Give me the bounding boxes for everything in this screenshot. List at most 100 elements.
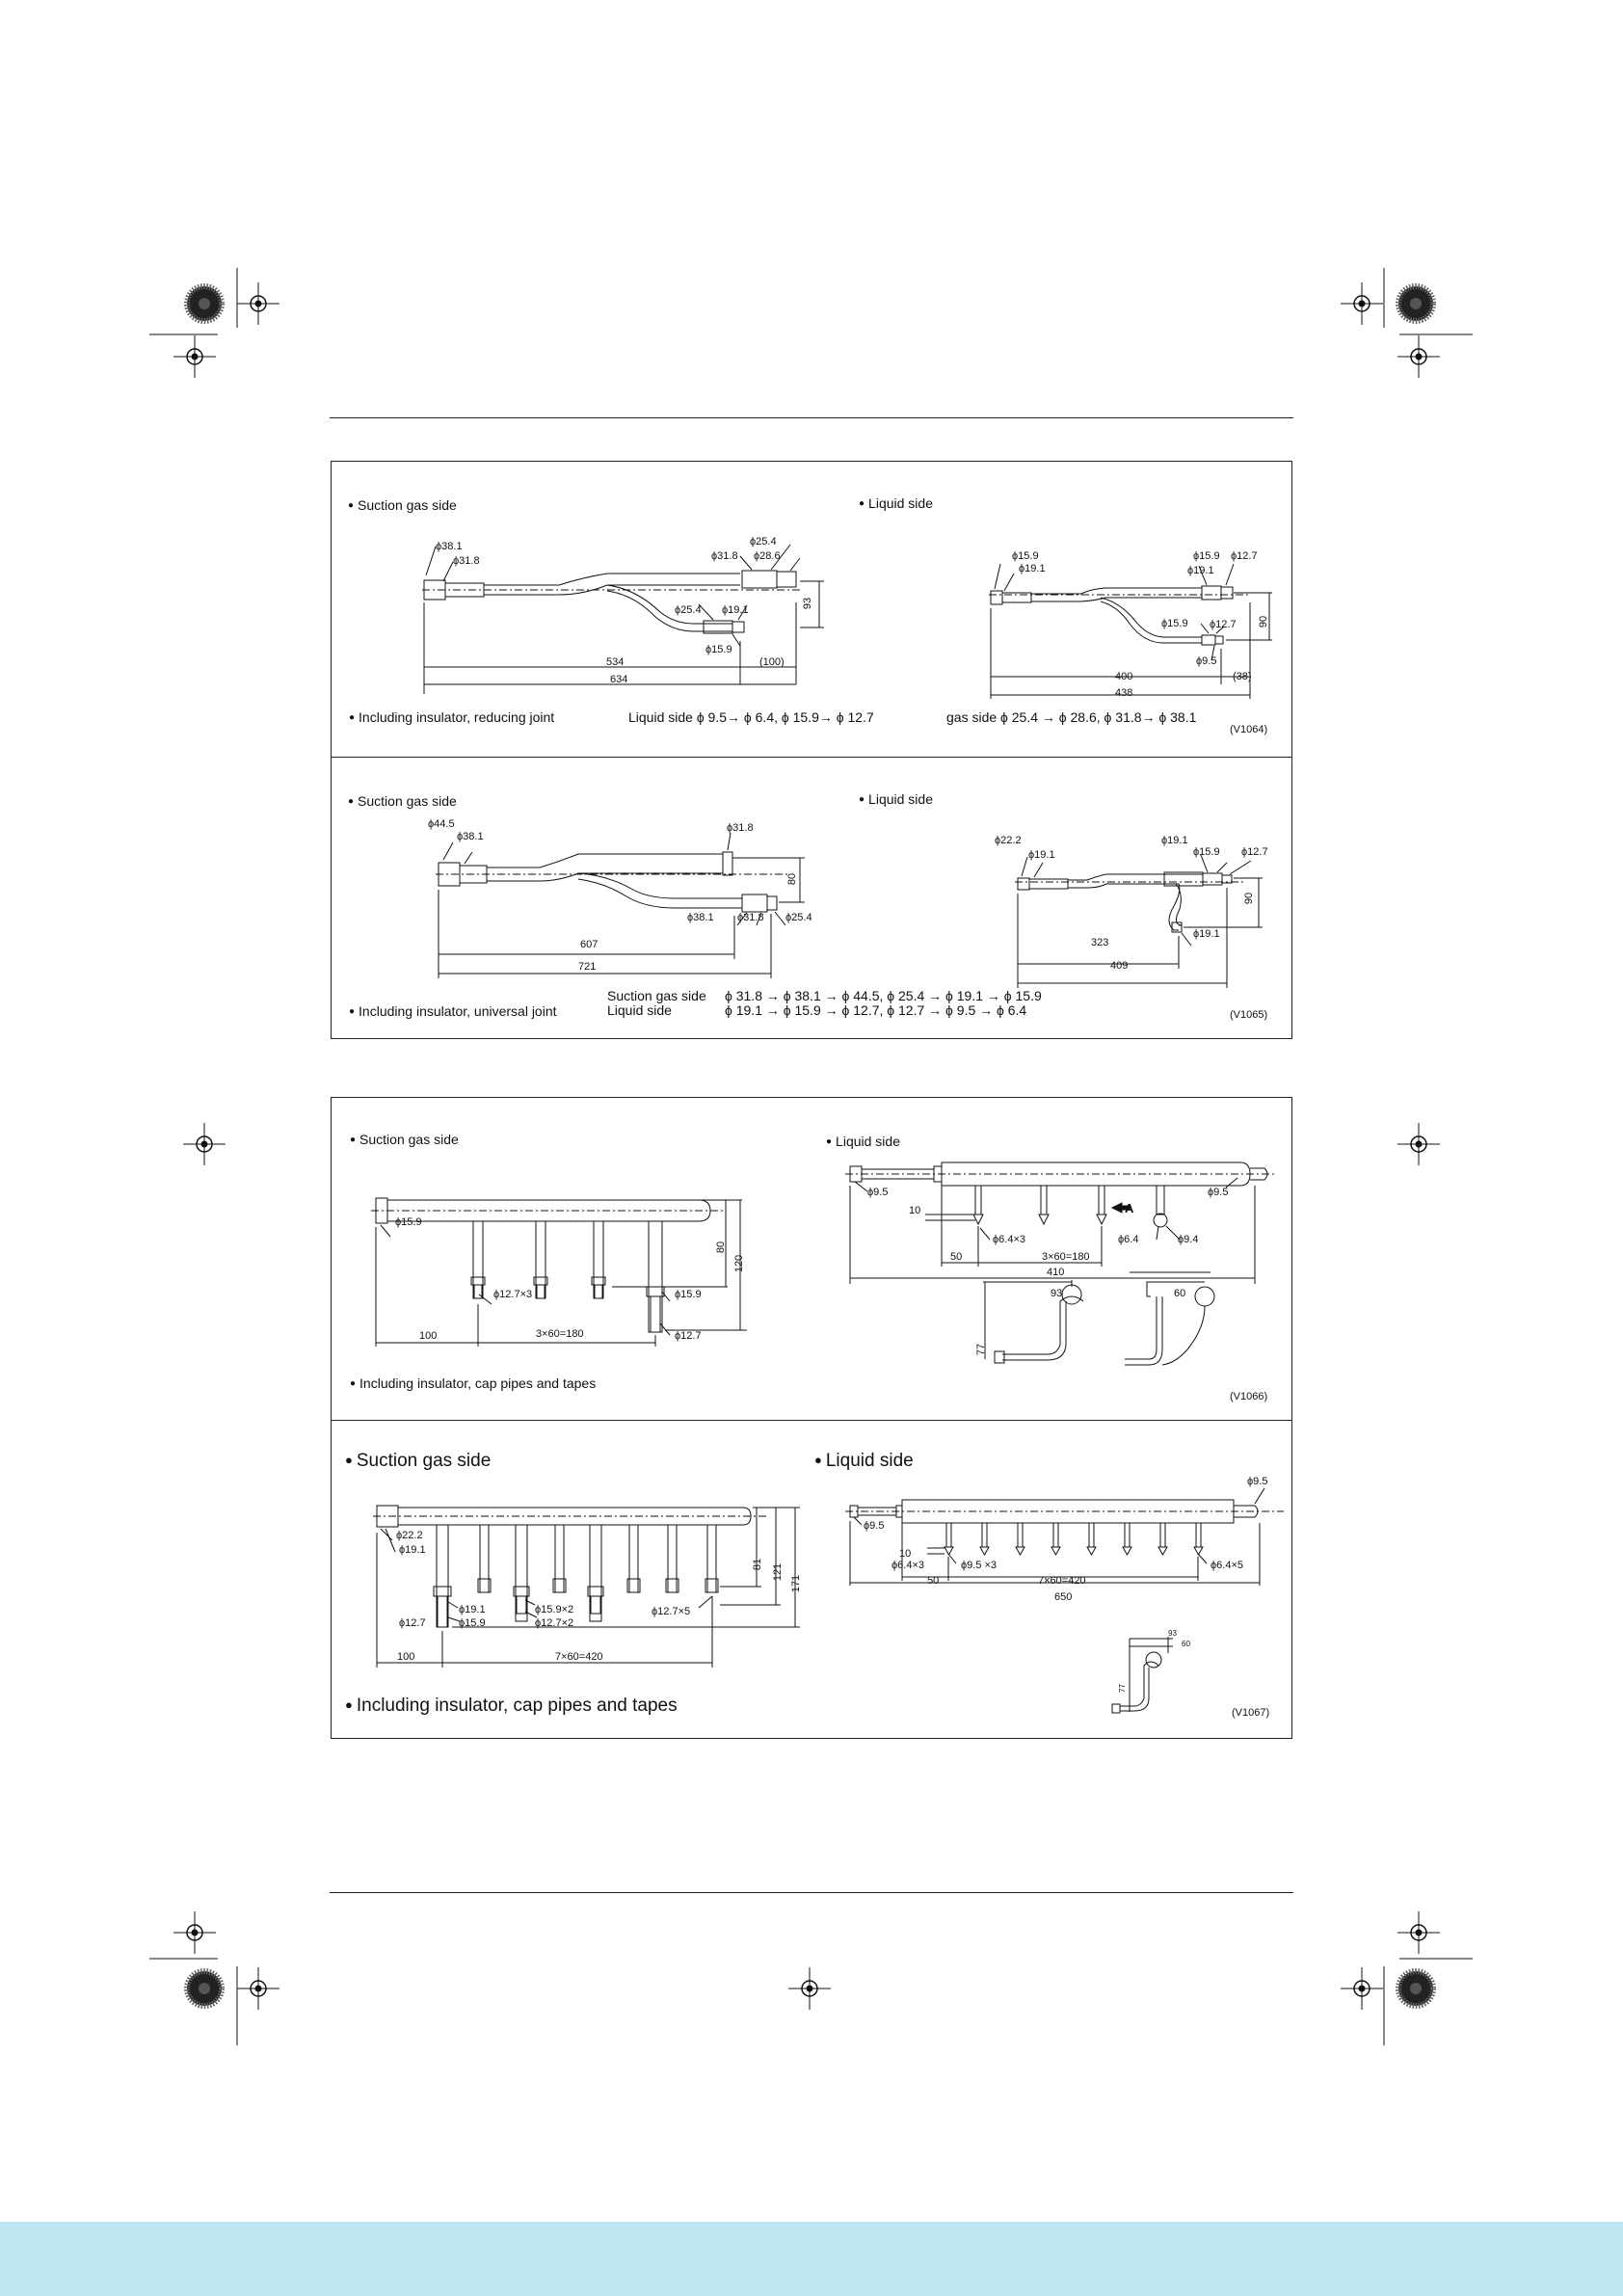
p3-suction-title: Suction gas side — [350, 1132, 459, 1147]
p3-liq-phi6-4: ϕ6.4 — [1118, 1234, 1139, 1245]
p4-dim-7x60: 7×60=420 — [555, 1651, 603, 1663]
p2-dim-phi44-5: ϕ44.5 — [428, 818, 455, 830]
header-rule — [330, 417, 1293, 418]
p3-liq-dim-10: 10 — [909, 1205, 921, 1216]
p1-dim-634: 634 — [610, 674, 628, 685]
p2-liq-phi15-9: ϕ15.9 — [1193, 846, 1220, 858]
p2-liq-dim-323: 323 — [1091, 937, 1109, 948]
figure-box-1 — [331, 461, 1292, 1039]
p2-drawing-code: (V1065) — [1230, 1009, 1268, 1021]
p4-liq-phi9-5x3: ϕ9.5 ×3 — [961, 1560, 998, 1571]
p2-liq-dim-409: 409 — [1110, 960, 1129, 972]
p2-liq-phi19-1b: ϕ19.1 — [1161, 835, 1188, 846]
p2-liquid-drawing — [1015, 854, 1263, 988]
panel-divider — [332, 1420, 1291, 1421]
p1-liq-phi9-5: ϕ9.5 — [1196, 655, 1217, 667]
p2-liq-phi19-1c: ϕ19.1 — [1193, 928, 1220, 940]
p3-drawing-code: (V1066) — [1230, 1391, 1268, 1402]
p1-dim-534: 534 — [606, 656, 625, 668]
p1-liq-dim-90: 90 — [1258, 615, 1270, 628]
p4-dim-phi15-9: ϕ15.9 — [459, 1617, 486, 1629]
p2-liq-phi19-1a: ϕ19.1 — [1028, 849, 1055, 861]
p1-suction-drawing — [422, 544, 824, 694]
p1-note: Including insulator, reducing joint — [349, 709, 554, 725]
p4-dim-121: 121 — [772, 1562, 785, 1582]
p4-dim-81: 81 — [752, 1558, 764, 1571]
p3-liq-phi9-5a: ϕ9.5 — [867, 1187, 889, 1198]
p4-liq-dim-10: 10 — [899, 1548, 912, 1560]
p1-dim-phi28-6: ϕ28.6 — [754, 550, 781, 562]
p1-dim-phi38-1: ϕ38.1 — [436, 541, 463, 552]
p1-liq-phi15-9a: ϕ15.9 — [1012, 550, 1039, 562]
p4-liquid-drawing — [845, 1487, 1284, 1714]
p1-dim-phi19-1: ϕ19.1 — [722, 604, 749, 616]
p4-suction-title: Suction gas side — [345, 1451, 491, 1472]
p4-dim-phi12-7: ϕ12.7 — [399, 1617, 426, 1629]
p4-liq-phi6-4x5: ϕ6.4×5 — [1211, 1560, 1243, 1571]
p3-liq-view-a: A — [1125, 1201, 1134, 1215]
p2-suction-title: Suction gas side — [348, 793, 457, 809]
p4-dim-phi12-7x5: ϕ12.7×5 — [652, 1606, 691, 1617]
p3-liq-dim-410: 410 — [1047, 1267, 1065, 1278]
p4-dim-phi12-7x2: ϕ12.7×2 — [535, 1617, 574, 1629]
p1-liq-phi19-1b: ϕ19.1 — [1187, 565, 1214, 576]
p3-dim-100: 100 — [419, 1330, 438, 1342]
p2-dim-721: 721 — [578, 961, 597, 973]
p2-note: Including insulator, universal joint — [349, 1003, 556, 1019]
p1-liq-phi12-7b: ϕ12.7 — [1210, 619, 1237, 630]
p3-dim-phi12-7x3: ϕ12.7×3 — [493, 1289, 533, 1300]
p3-dim-3x60: 3×60=180 — [536, 1328, 584, 1340]
p4-dim-100: 100 — [397, 1651, 415, 1663]
p3-dim-80: 80 — [715, 1241, 728, 1254]
p4-liq-phi9-5a: ϕ9.5 — [864, 1520, 885, 1532]
p3-dim-120: 120 — [733, 1254, 746, 1273]
p4-liq-dim-50: 50 — [927, 1575, 940, 1587]
p3-liq-phi9-5b: ϕ9.5 — [1208, 1187, 1229, 1198]
p1-spec-gas: gas side ϕ 25.4 → ϕ 28.6, ϕ 31.8→ ϕ 38.1 — [946, 709, 1197, 725]
p4-liq-phi6-4x3: ϕ6.4×3 — [891, 1560, 924, 1571]
p4-suction-drawing — [373, 1505, 800, 1668]
p3-liq-phi9-4: ϕ9.4 — [1178, 1234, 1199, 1245]
p1-liq-phi19-1a: ϕ19.1 — [1019, 563, 1046, 574]
p2-spec-gas: ϕ 31.8 → ϕ 38.1 → ϕ 44.5, ϕ 25.4 → ϕ 19.… — [725, 988, 1042, 1003]
p3-liq-dim-77: 77 — [975, 1343, 988, 1356]
p1-dim-100: (100) — [759, 656, 785, 668]
p4-dim-phi15-9x2: ϕ15.9×2 — [535, 1604, 574, 1615]
p1-liquid-title: Liquid side — [859, 495, 933, 511]
p2-spec-liquid: ϕ 19.1 → ϕ 15.9 → ϕ 12.7, ϕ 12.7 → ϕ 9.5… — [725, 1002, 1027, 1018]
page-bottom-band — [0, 2222, 1623, 2296]
p3-liq-dim-93: 93 — [1051, 1288, 1063, 1299]
p2-dim-phi38-1a: ϕ38.1 — [457, 831, 484, 842]
p2-dim-80: 80 — [786, 872, 799, 886]
p3-liq-dim-3x60: 3×60=180 — [1042, 1251, 1090, 1263]
p1-liquid-drawing — [989, 563, 1272, 699]
p2-liq-dim-90: 90 — [1243, 892, 1256, 905]
p4-dim-phi19-1a: ϕ19.1 — [399, 1544, 426, 1556]
p1-liq-phi12-7a: ϕ12.7 — [1231, 550, 1258, 562]
p4-dim-171: 171 — [790, 1574, 803, 1593]
p1-liq-phi15-9b: ϕ15.9 — [1193, 550, 1220, 562]
p4-liquid-title: Liquid side — [814, 1451, 914, 1472]
p4-dim-phi19-1b: ϕ19.1 — [459, 1604, 486, 1615]
p3-liquid-drawing — [845, 1161, 1274, 1366]
p1-dim-93: 93 — [802, 597, 814, 610]
p1-liq-dim-400: 400 — [1115, 671, 1133, 682]
p3-suction-drawing — [371, 1197, 747, 1347]
p2-dim-phi31-8a: ϕ31.8 — [727, 822, 754, 834]
p3-liq-dim-60: 60 — [1174, 1288, 1186, 1299]
p3-note: Including insulator, cap pipes and tapes — [350, 1375, 596, 1391]
p2-dim-phi31-8b: ϕ31.8 — [737, 912, 764, 923]
p1-liq-dim-38: (38) — [1233, 671, 1252, 682]
p2-liq-phi22-2: ϕ22.2 — [995, 835, 1022, 846]
p2-suction-drawing — [436, 832, 805, 978]
p4-liq-phi9-5b: ϕ9.5 — [1247, 1476, 1268, 1487]
footer-rule — [330, 1892, 1293, 1893]
p2-dim-phi38-1b: ϕ38.1 — [687, 912, 714, 923]
panel-divider — [332, 757, 1291, 758]
p4-liq-dim-650: 650 — [1054, 1591, 1073, 1603]
p3-dim-phi15-9a: ϕ15.9 — [395, 1216, 422, 1228]
p1-liq-dim-438: 438 — [1115, 687, 1133, 699]
p2-dim-607: 607 — [580, 939, 599, 950]
p4-liq-dim-7x60: 7×60=420 — [1038, 1575, 1086, 1587]
